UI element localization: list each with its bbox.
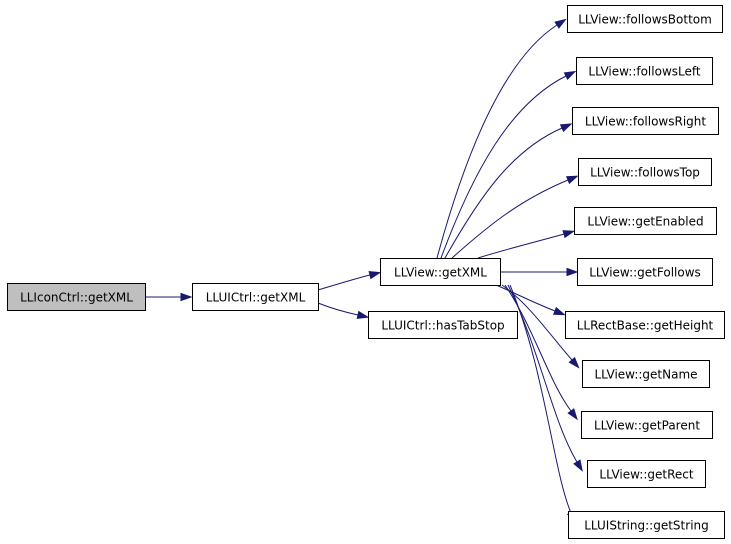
node-box[interactable]: [567, 5, 723, 33]
node-label: LLView::followsRight: [585, 115, 706, 129]
arrowhead-icon: [565, 175, 579, 185]
edge-view-getxml-to-get-name: [501, 284, 580, 369]
edge-root-to-uictrl-getxml: [145, 292, 193, 302]
node-get-follows[interactable]: LLView::getFollows: [577, 258, 713, 286]
arrowhead-icon: [356, 310, 370, 319]
node-label: LLRectBase::getHeight: [577, 319, 714, 333]
node-box[interactable]: [587, 460, 706, 488]
node-get-height[interactable]: LLRectBase::getHeight: [565, 311, 725, 339]
node-get-name[interactable]: LLView::getName: [582, 360, 710, 388]
node-label: LLView::getEnabled: [587, 215, 703, 229]
node-label: LLView::getRect: [599, 468, 693, 482]
edge-uictrl-getxml-to-view-getxml: [317, 271, 382, 291]
edge-line: [436, 24, 558, 259]
node-label: LLView::getParent: [594, 419, 700, 433]
node-label: LLView::followsLeft: [588, 65, 700, 79]
arrowhead-icon: [368, 271, 382, 280]
node-box[interactable]: [576, 57, 713, 85]
node-uictrl-hastabstop[interactable]: LLUICtrl::hasTabStop: [368, 311, 518, 339]
edge-view-getxml-to-follows-top: [451, 175, 579, 259]
node-box[interactable]: [368, 311, 518, 339]
arrowhead-icon: [566, 267, 579, 277]
node-uictrl-getxml[interactable]: LLUICtrl::getXML: [192, 283, 319, 311]
edge-view-getxml-to-get-enabled: [477, 230, 576, 259]
node-label: LLView::followsBottom: [578, 13, 712, 27]
edge-line: [451, 179, 569, 259]
edge-line: [501, 284, 573, 361]
edge-line: [444, 127, 563, 259]
edge-view-getxml-to-follows-left: [440, 70, 577, 259]
node-box[interactable]: [578, 158, 712, 186]
arrowhead-icon: [559, 123, 573, 133]
node-label: LLView::getName: [594, 368, 697, 382]
edge-line: [495, 284, 556, 312]
arrowhead-icon: [554, 18, 567, 29]
node-box[interactable]: [568, 511, 725, 539]
edge-line: [477, 233, 565, 259]
node-label: LLUICtrl::hasTabStop: [381, 319, 504, 333]
edges-layer: [145, 18, 583, 524]
node-follows-bottom[interactable]: LLView::followsBottom: [567, 5, 723, 33]
arrowhead-icon: [573, 459, 583, 472]
node-label: LLIconCtrl::getXML: [20, 291, 133, 305]
node-root[interactable]: LLIconCtrl::getXML: [7, 283, 146, 311]
edge-line: [504, 284, 572, 412]
edge-line: [440, 75, 567, 259]
node-follows-top[interactable]: LLView::followsTop: [578, 158, 712, 186]
arrowhead-icon: [553, 306, 566, 316]
node-box[interactable]: [565, 311, 725, 339]
edge-view-getxml-to-get-height: [495, 284, 566, 316]
node-label: LLUIString::getString: [584, 519, 709, 533]
edge-view-getxml-to-follows-bottom: [436, 18, 567, 259]
node-follows-right[interactable]: LLView::followsRight: [572, 107, 719, 135]
edge-line: [317, 274, 371, 291]
node-box[interactable]: [582, 360, 710, 388]
node-box[interactable]: [574, 207, 717, 235]
edge-line: [509, 284, 572, 514]
edge-line: [317, 302, 359, 316]
node-box[interactable]: [581, 411, 713, 439]
node-box[interactable]: [572, 107, 719, 135]
node-label: LLView::getFollows: [589, 266, 701, 280]
arrowhead-icon: [180, 292, 193, 302]
arrowhead-icon: [567, 408, 578, 421]
node-box[interactable]: [380, 258, 501, 286]
node-box[interactable]: [7, 283, 146, 311]
arrowhead-icon: [562, 230, 576, 239]
node-box[interactable]: [192, 283, 319, 311]
node-get-parent[interactable]: LLView::getParent: [581, 411, 713, 439]
edge-view-getxml-to-get-follows: [500, 267, 579, 277]
edge-uictrl-getxml-to-uictrl-hastabstop: [317, 302, 370, 319]
node-label: LLView::followsTop: [590, 166, 700, 180]
node-get-rect[interactable]: LLView::getRect: [587, 460, 706, 488]
edge-view-getxml-to-follows-right: [444, 123, 573, 259]
node-view-getxml[interactable]: LLView::getXML: [380, 258, 501, 286]
node-label: LLUICtrl::getXML: [206, 291, 306, 305]
node-follows-left[interactable]: LLView::followsLeft: [576, 57, 713, 85]
node-box[interactable]: [577, 258, 713, 286]
arrowhead-icon: [563, 70, 577, 80]
node-get-string[interactable]: LLUIString::getString: [568, 511, 725, 539]
node-get-enabled[interactable]: LLView::getEnabled: [574, 207, 717, 235]
node-label: LLView::getXML: [394, 266, 487, 280]
arrowhead-icon: [568, 356, 580, 369]
edge-view-getxml-to-get-parent: [504, 284, 578, 421]
